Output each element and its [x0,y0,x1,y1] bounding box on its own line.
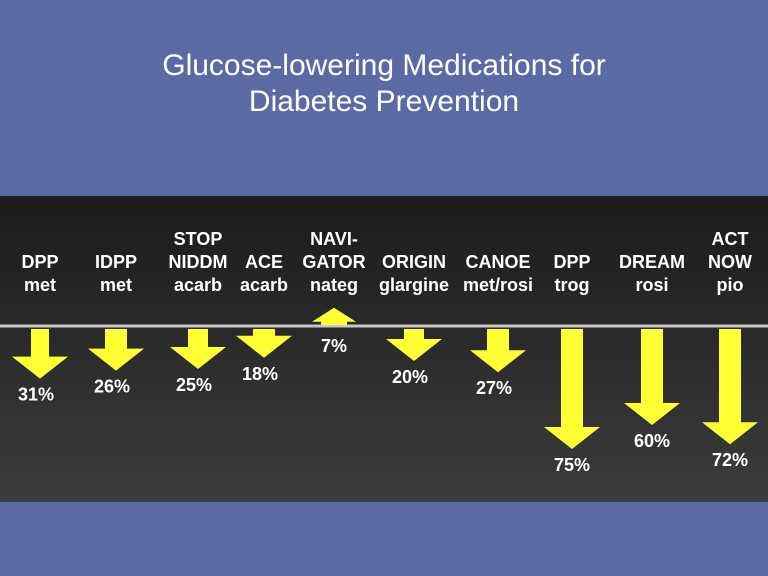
reduction-arrow [702,329,758,445]
category-study-label: GATOR [302,252,365,272]
value-label: 20% [392,367,428,387]
category-study-label: IDPP [95,252,137,272]
reduction-arrow [386,329,442,361]
value-label: 27% [476,378,512,398]
reduction-arrow [544,329,600,449]
category-drug-label: met/rosi [463,275,533,295]
slide-title: Glucose-lowering Medications for Diabete… [0,48,768,120]
value-label: 25% [176,375,212,395]
slide-title-line-1: Glucose-lowering Medications for [162,49,606,82]
category-drug-label: met [100,275,132,295]
category-drug-label: rosi [635,275,668,295]
category-study-label: ORIGIN [382,252,446,272]
value-label: 75% [554,455,590,475]
category-drug-label: met [24,275,56,295]
reduction-arrow [470,329,526,373]
reduction-arrow [624,329,680,425]
category-study-label: STOP [174,229,223,249]
category-study-label: ACT [712,229,749,249]
reduction-arrow [236,329,292,358]
value-label: 60% [634,431,670,451]
reduction-arrow [12,329,68,379]
category-study-label: DPP [21,252,58,272]
arrow-chart: DPP met 31% IDPP met 26% STOP NIDDM acarb 25% ACE a… [0,229,768,475]
category-drug-label: acarb [174,275,222,295]
reduction-arrow [88,329,144,371]
category-study-label: CANOE [465,252,530,272]
category-drug-label: trog [555,275,590,295]
category-study-label: NIDDM [169,252,228,272]
category-drug-label: nateg [310,275,358,295]
value-label: 31% [18,385,54,405]
chart-panel: DPP met 31% IDPP met 26% STOP NIDDM acarb 25% ACE a… [0,196,768,502]
reduction-arrow [170,329,226,369]
category-study-label: ACE [245,252,283,272]
category-drug-label: glargine [379,275,449,295]
value-label: 7% [321,336,347,356]
category-study-label: NAVI- [310,229,358,249]
value-label: 18% [242,364,278,384]
value-label: 26% [94,377,130,397]
category-drug-label: pio [717,275,744,295]
category-study-label: DREAM [619,252,685,272]
slide-title-line-2: Diabetes Prevention [248,85,520,118]
category-drug-label: acarb [240,275,288,295]
reduction-arrow [312,307,356,325]
value-label: 72% [712,450,748,470]
category-study-label: DPP [553,252,590,272]
category-study-label: NOW [708,252,752,272]
